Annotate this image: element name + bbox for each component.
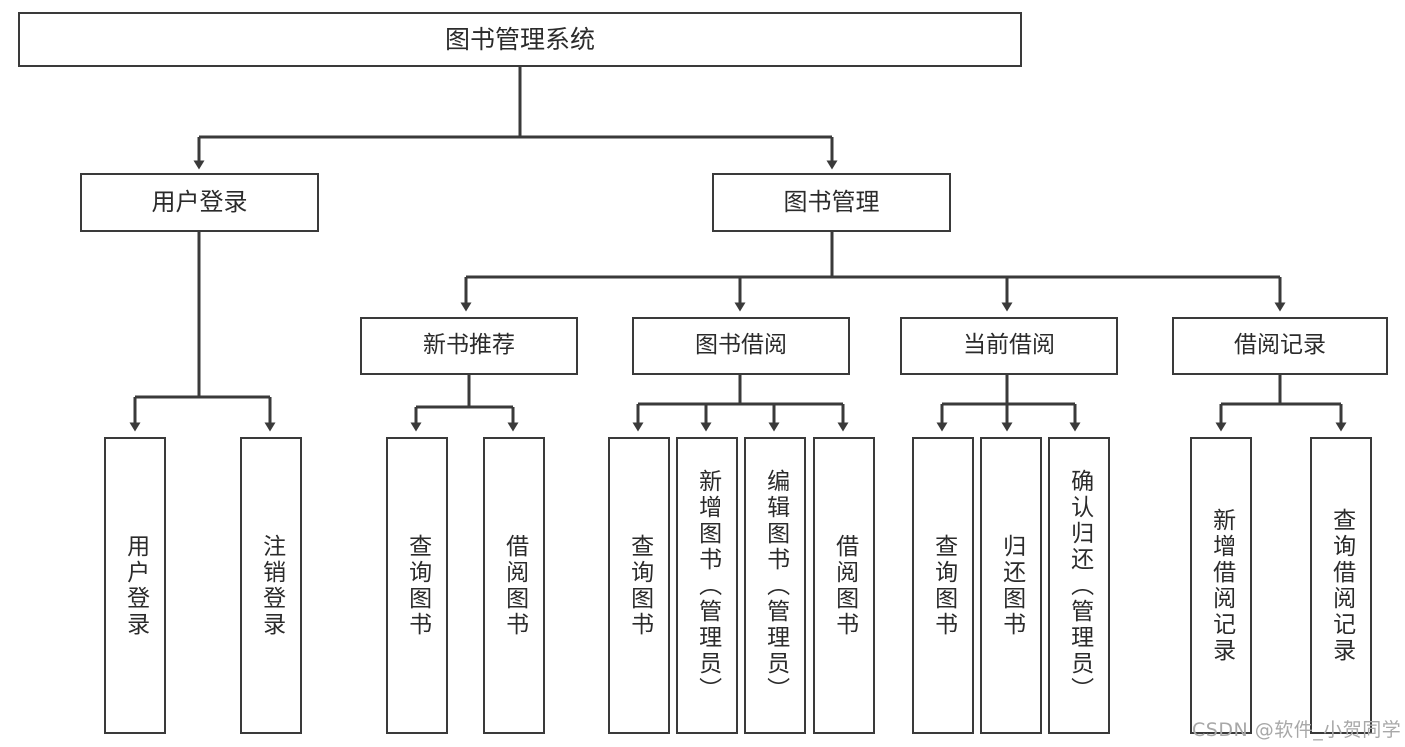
node-label: 新增图书（管理员）	[694, 468, 721, 703]
node-leaf-borrow-book-1[interactable]: 借阅图书	[483, 437, 545, 734]
node-label: 归还图书	[998, 533, 1025, 638]
node-label: 注销登录	[258, 533, 285, 638]
node-label: 借阅记录	[1234, 332, 1326, 359]
node-label: 新增借阅记录	[1208, 507, 1235, 664]
node-leaf-edit-book[interactable]: 编辑图书（管理员）	[744, 437, 806, 734]
node-leaf-query-record[interactable]: 查询借阅记录	[1310, 437, 1372, 734]
node-borrow-record[interactable]: 借阅记录	[1172, 317, 1388, 375]
node-label: 图书管理系统	[444, 24, 595, 54]
node-leaf-confirm-return[interactable]: 确认归还（管理员）	[1048, 437, 1110, 734]
node-label: 查询图书	[626, 533, 653, 638]
node-label: 查询图书	[404, 533, 431, 638]
node-leaf-logout-login[interactable]: 注销登录	[240, 437, 302, 734]
node-leaf-query-book-1[interactable]: 查询图书	[386, 437, 448, 734]
node-label: 当前借阅	[963, 332, 1055, 359]
node-leaf-add-book[interactable]: 新增图书（管理员）	[676, 437, 738, 734]
node-label: 借阅图书	[831, 533, 858, 638]
node-label: 确认归还（管理员）	[1066, 468, 1093, 703]
node-label: 图书管理	[783, 188, 880, 217]
node-root-book-management-system[interactable]: 图书管理系统	[18, 12, 1022, 67]
node-book-management[interactable]: 图书管理	[712, 173, 951, 232]
node-label: 新书推荐	[423, 332, 515, 359]
node-label: 图书借阅	[695, 332, 787, 359]
node-new-book-recommend[interactable]: 新书推荐	[360, 317, 578, 375]
node-user-login[interactable]: 用户登录	[80, 173, 319, 232]
node-label: 借阅图书	[501, 533, 528, 638]
node-label: 用户登录	[151, 188, 248, 217]
node-label: 查询图书	[930, 533, 957, 638]
node-label: 查询借阅记录	[1328, 507, 1355, 664]
node-leaf-query-book-3[interactable]: 查询图书	[912, 437, 974, 734]
node-book-borrow[interactable]: 图书借阅	[632, 317, 850, 375]
node-leaf-borrow-book-2[interactable]: 借阅图书	[813, 437, 875, 734]
node-leaf-query-book-2[interactable]: 查询图书	[608, 437, 670, 734]
node-label: 编辑图书（管理员）	[762, 468, 789, 703]
node-current-borrow[interactable]: 当前借阅	[900, 317, 1118, 375]
node-label: 用户登录	[122, 533, 149, 638]
node-leaf-return-book[interactable]: 归还图书	[980, 437, 1042, 734]
node-leaf-user-login[interactable]: 用户登录	[104, 437, 166, 734]
node-leaf-add-record[interactable]: 新增借阅记录	[1190, 437, 1252, 734]
